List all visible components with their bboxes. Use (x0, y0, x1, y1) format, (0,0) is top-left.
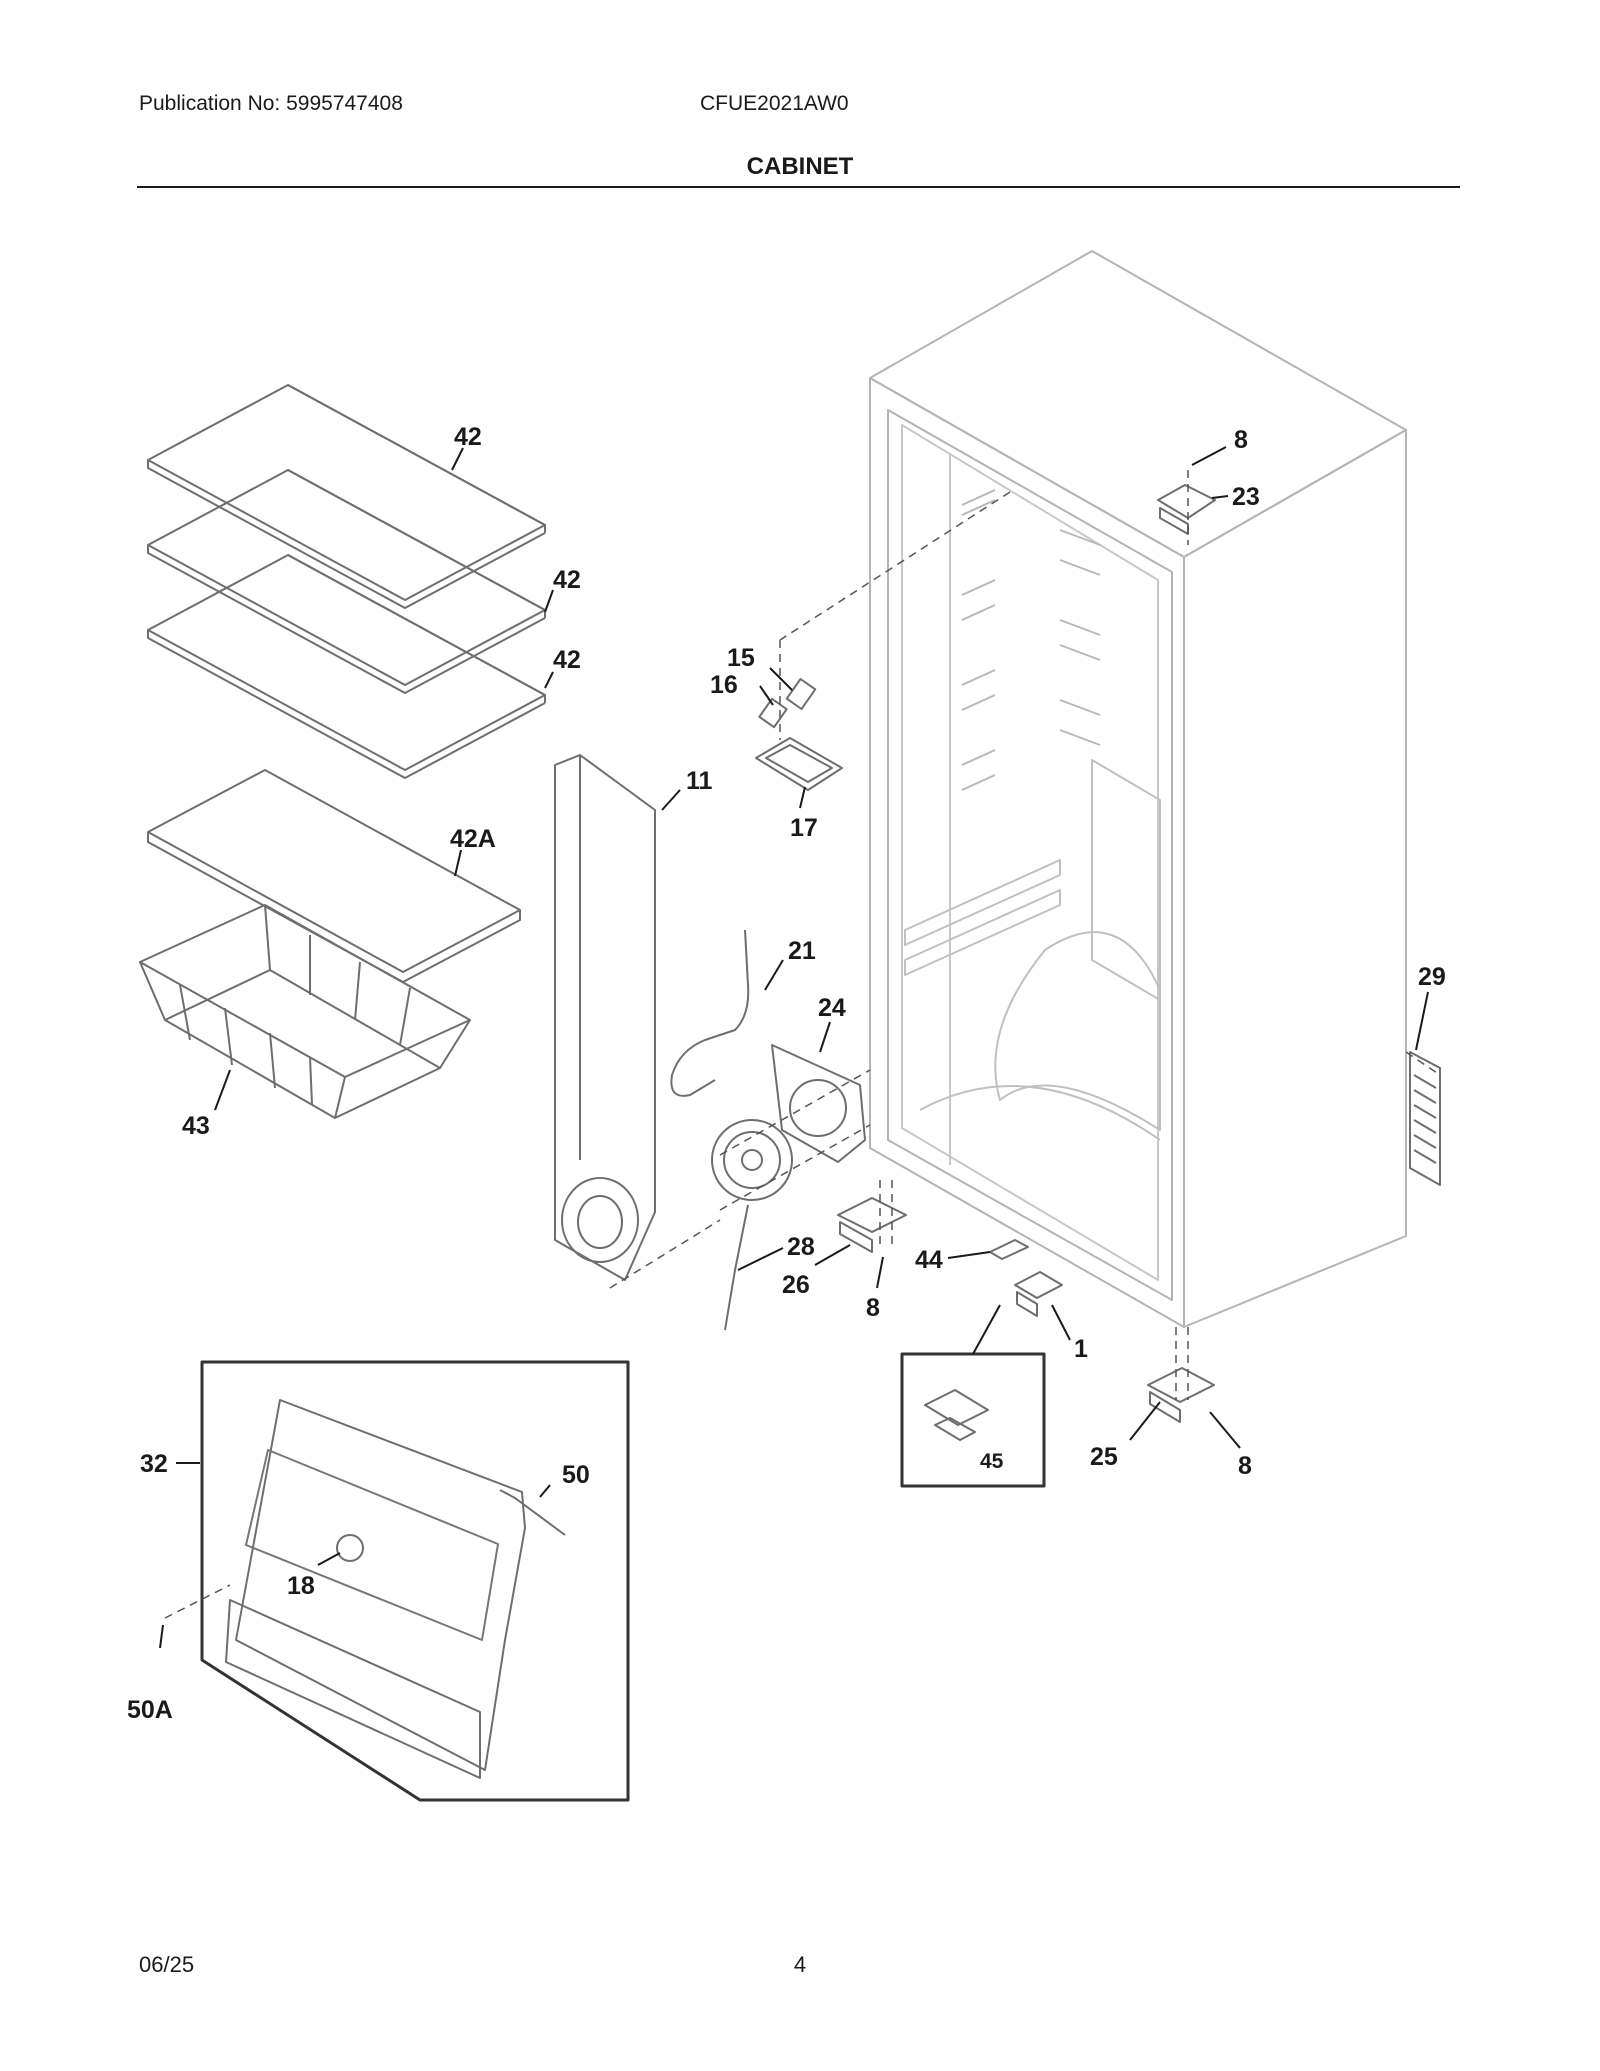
part-label-8-lower-right: 8 (1238, 1452, 1252, 1480)
part-label-17: 17 (790, 814, 818, 842)
part-label-26: 26 (782, 1271, 810, 1299)
fan-motor-28 (711, 1119, 793, 1331)
part-label-44: 44 (915, 1246, 943, 1274)
section-title: CABINET (746, 153, 854, 180)
cabinet-shelf-rails (961, 489, 1101, 791)
part-label-50: 50 (562, 1461, 590, 1489)
inset-box-45 (900, 1352, 1046, 1488)
inset-box-32 (200, 1360, 630, 1802)
part-label-23: 23 (1232, 483, 1260, 511)
model-number: CFUE2021AW0 (700, 92, 849, 115)
part-label-24: 24 (818, 994, 846, 1022)
part-label-29: 29 (1418, 963, 1446, 991)
shelf-42-bottom (147, 554, 546, 779)
light-parts (755, 678, 843, 791)
hinge-23 (1157, 484, 1216, 535)
bracket-44 (989, 1239, 1029, 1260)
part-label-50A: 50A (127, 1696, 173, 1724)
part-label-42-bottom: 42 (553, 646, 581, 674)
part-label-8-top: 8 (1234, 426, 1248, 454)
wire-50 (499, 1489, 566, 1536)
hinge-25 (1147, 1367, 1215, 1423)
part-label-25: 25 (1090, 1443, 1118, 1471)
part-label-42-top: 42 (454, 423, 482, 451)
part-label-18: 18 (287, 1572, 315, 1600)
part-label-16: 16 (710, 671, 738, 699)
evaporator-cover-11 (554, 754, 656, 1281)
part-label-42-middle: 42 (553, 566, 581, 594)
grille-29 (1409, 1051, 1441, 1186)
hinge-26 (837, 1197, 907, 1253)
fan-shroud-24 (771, 1044, 866, 1163)
header-rule (137, 186, 1460, 188)
part-45 (924, 1389, 989, 1441)
part-label-1: 1 (1074, 1335, 1088, 1363)
publication-number: Publication No: 5995747408 (139, 92, 403, 115)
part-label-43: 43 (182, 1112, 210, 1140)
part-label-11: 11 (686, 767, 713, 795)
harness-21 (670, 929, 750, 1097)
page-number: 4 (793, 1952, 807, 1977)
footer-date: 06/25 (139, 1952, 195, 1977)
shelf-42A (147, 769, 521, 983)
shelf-42-top (147, 384, 546, 609)
cabinet-shell (869, 250, 1407, 1328)
shelf-42-middle (147, 469, 546, 694)
part-label-15: 15 (727, 644, 755, 672)
part-label-45: 45 (980, 1450, 1004, 1473)
switch-1 (1014, 1271, 1063, 1317)
part-label-8-lower-left: 8 (866, 1294, 880, 1322)
part-label-28: 28 (787, 1233, 815, 1261)
kick-plate-panel (225, 1399, 526, 1779)
part-label-42A: 42A (450, 825, 496, 853)
part-label-21: 21 (788, 937, 816, 965)
part-label-32: 32 (140, 1450, 168, 1478)
wire-basket-43 (139, 904, 471, 1119)
